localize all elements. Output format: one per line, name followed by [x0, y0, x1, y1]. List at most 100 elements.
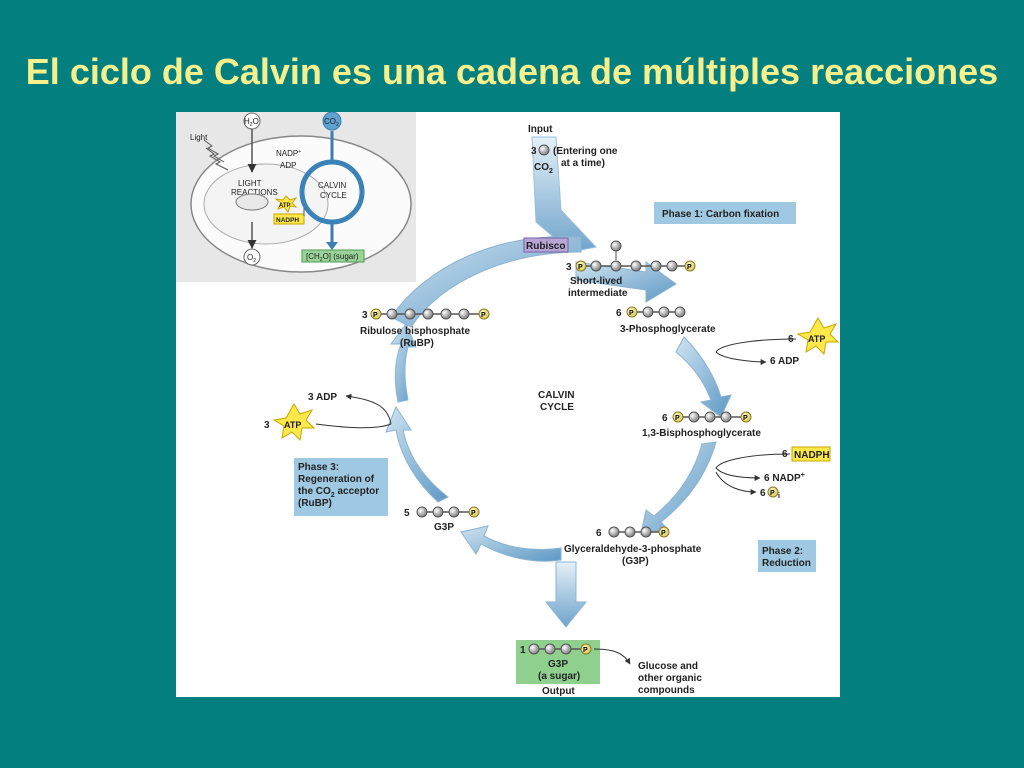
output-label: Output	[542, 686, 575, 697]
p-group	[740, 411, 752, 423]
p-group-label: P	[661, 530, 666, 537]
3pga-molecule: 6 P 3-Phosphoglycerate	[616, 306, 716, 335]
carbon-atom	[528, 643, 540, 655]
entering-label-2: at a time)	[561, 158, 605, 169]
rubp-label-1: Ribulose bisphosphate	[360, 326, 470, 337]
atp-left-label: ATP	[284, 420, 301, 430]
carbon-atom	[560, 643, 572, 655]
inset-sugar-rest: O] (sugar)	[323, 252, 359, 261]
phase2-label-1: Phase 2:	[762, 546, 803, 557]
input-co2-sub: 2	[549, 168, 553, 175]
p-group-label: P	[471, 510, 476, 517]
inset-calvin-label-2: CYCLE	[320, 191, 347, 200]
calvin-center-label-2: CYCLE	[540, 402, 574, 413]
carbon-atom	[610, 240, 622, 252]
inset-adp-label: ADP	[280, 161, 296, 170]
p-group-label: P	[687, 264, 692, 271]
nadp-out-sup: +	[801, 472, 805, 479]
inset-nadp-sup: +	[298, 149, 301, 155]
carbon-atom	[630, 260, 642, 272]
slide-title: El ciclo de Calvin es una cadena de múlt…	[25, 51, 999, 92]
rubisco-label: Rubisco	[526, 241, 565, 252]
nadph-box	[791, 446, 831, 462]
carbon-atom	[590, 260, 602, 272]
rubp-label-2: (RuBP)	[400, 338, 434, 349]
inset-h2o-sub: 2	[250, 122, 253, 128]
svg-text:[CH2O] (sugar): [CH2O] (sugar)	[306, 252, 359, 263]
inset-atp-star	[274, 195, 298, 214]
carbon-atom	[544, 643, 556, 655]
inset-light-reactions-1: LIGHT	[238, 179, 262, 188]
output-molecule: 1 P	[520, 643, 592, 656]
phase3-box	[294, 458, 388, 516]
intermediate-count: 3	[566, 262, 572, 273]
carbon-atom	[688, 411, 700, 423]
atp-right-label: ATP	[808, 334, 825, 344]
p-group	[658, 526, 670, 538]
arrow-5g3p-up	[385, 405, 449, 503]
p-group-label: P	[578, 264, 583, 271]
p-group	[580, 643, 592, 655]
carbon-atom	[720, 411, 732, 423]
carbon-atom	[608, 526, 620, 538]
atp-left-count: 3	[264, 420, 270, 431]
inset-co2-sub: 2	[336, 122, 339, 128]
arrow-3pga-to-bpg	[675, 336, 732, 418]
svg-text:CO2: CO2	[534, 162, 553, 175]
p-group	[468, 506, 480, 518]
pi-p-label: P	[770, 490, 775, 497]
inset-calvin-label-1: CALVIN	[318, 181, 347, 190]
arrow-to-rubp	[390, 323, 417, 403]
atp-right-arrow	[715, 338, 797, 365]
rubp-count: 3	[362, 310, 368, 321]
phase3-label-4: (RuBP)	[298, 498, 332, 509]
arrow-bpg-to-g3p	[640, 441, 717, 535]
calvin-cycle-figure: Light H2O CO2 CALVIN CYCLE NADP+ ADP LIG…	[176, 111, 840, 697]
svg-text:the CO2 acceptor: the CO2 acceptor	[298, 486, 379, 499]
calvin-center-label-1: CALVIN	[538, 390, 574, 401]
p-group-label: P	[481, 312, 486, 319]
phase3-label-1: Phase 3:	[298, 462, 339, 473]
g3p5-count: 5	[404, 508, 410, 519]
rubisco-box	[523, 237, 569, 253]
input-label: Input	[528, 124, 553, 135]
chloroplast-inset: Light H2O CO2 CALVIN CYCLE NADP+ ADP LIG…	[176, 111, 416, 282]
output-sugar-label: (a sugar)	[538, 671, 580, 682]
atp-star-left	[272, 403, 316, 442]
inset-o2-label: O	[247, 253, 253, 262]
arrow-to-3pga	[575, 261, 677, 303]
g3p-label-2: (G3P)	[622, 556, 649, 567]
phase3-label-3-rest: acceptor	[335, 486, 380, 497]
carbon-atom	[386, 308, 398, 320]
inset-light-label: Light	[190, 133, 208, 142]
input-co2-molecule	[538, 144, 550, 156]
inset-nadph-label: NADPH	[276, 217, 299, 224]
nadph-arrow	[715, 453, 791, 481]
pi-group	[767, 486, 779, 498]
svg-text:NADP+: NADP+	[276, 149, 301, 158]
nadph-label: NADPH	[794, 450, 830, 461]
adp-left-label: 3 ADP	[308, 392, 337, 403]
carbon-atom	[624, 526, 636, 538]
g3p-label-1: Glyceraldehyde-3-phosphate	[564, 544, 702, 555]
glucose-arrow	[593, 648, 631, 665]
output-count: 1	[520, 645, 526, 656]
carbon-atom	[404, 308, 416, 320]
calvin-cycle-diagram: Light H2O CO2 CALVIN CYCLE NADP+ ADP LIG…	[176, 111, 840, 697]
glucose-label-1: Glucose and	[638, 661, 698, 672]
glucose-label-2: other organic	[638, 673, 702, 684]
output-g3p-label: G3P	[548, 659, 568, 670]
bpg-label: 1,3-Bisphosphoglycerate	[642, 428, 761, 439]
inset-light-reactions-2: REACTIONS	[231, 188, 278, 197]
carbon-atom	[422, 308, 434, 320]
carbon-atom	[458, 308, 470, 320]
phase2-label-2: Reduction	[762, 558, 811, 569]
phase3-label-2: Regeneration of	[298, 474, 375, 485]
p-group-label: P	[629, 310, 634, 317]
short-lived-label-2: intermediate	[568, 288, 628, 299]
pi-arrow	[715, 471, 757, 495]
p-group	[684, 260, 696, 272]
adp-left-arrow	[345, 393, 392, 425]
svg-text:6 NADP+: 6 NADP+	[764, 472, 805, 484]
output-arrow	[544, 561, 588, 628]
